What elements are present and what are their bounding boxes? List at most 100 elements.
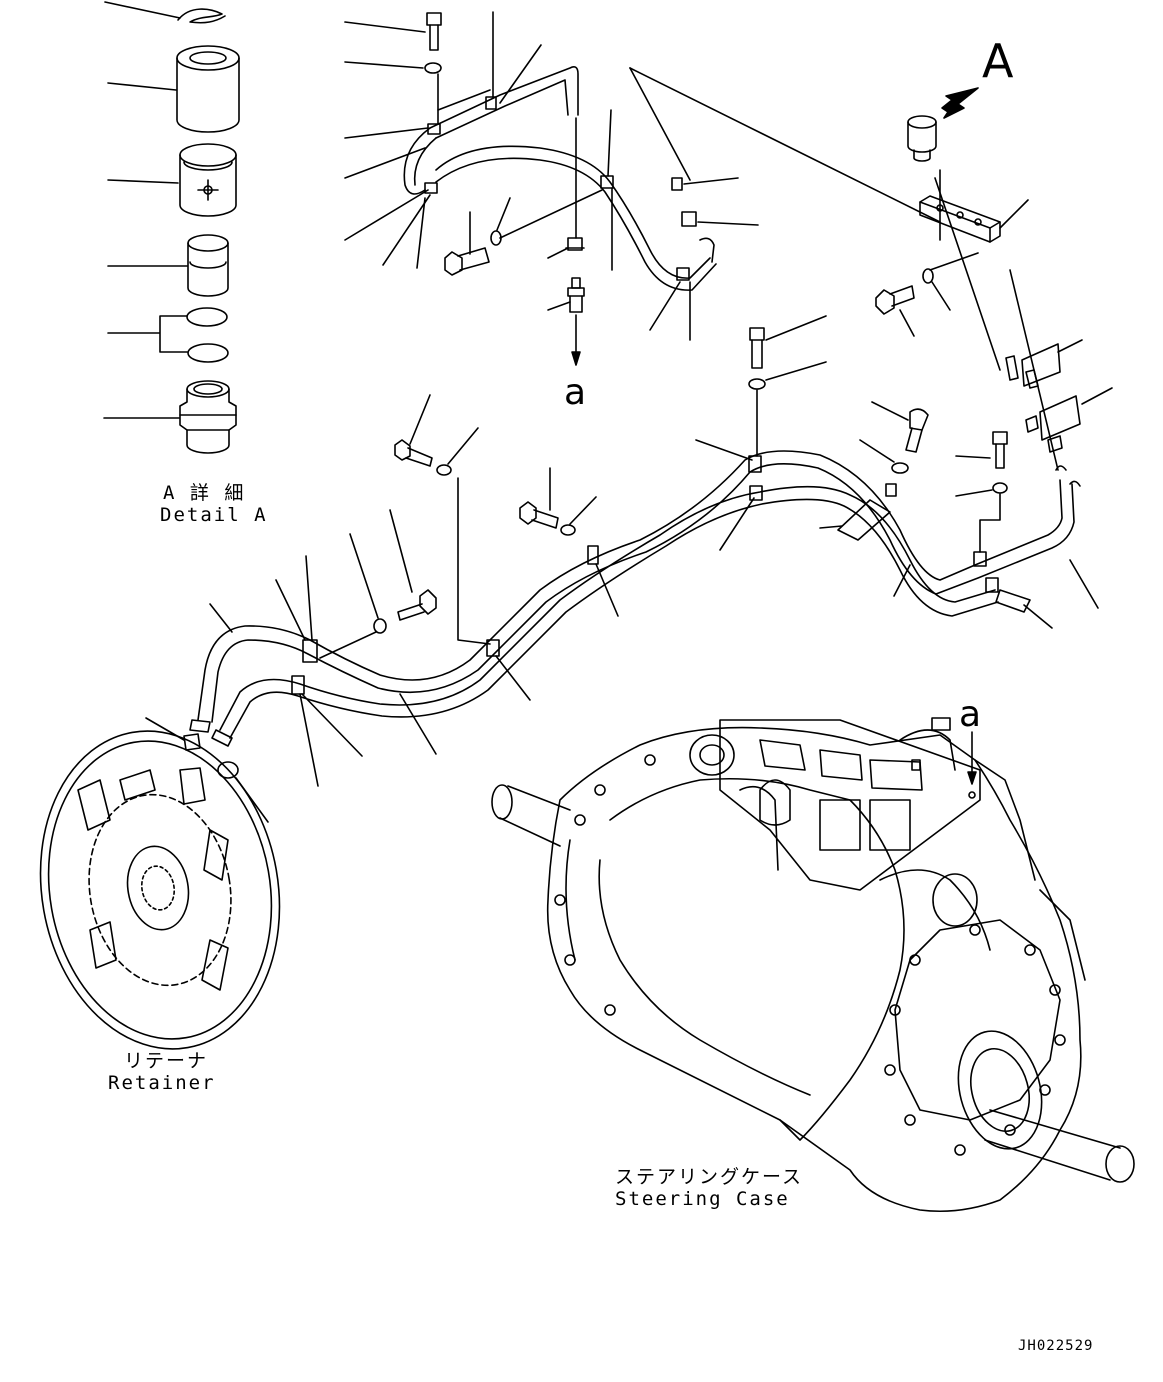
washer xyxy=(992,482,1008,494)
washer xyxy=(560,524,576,536)
leader-line xyxy=(719,497,755,551)
retainer-label-jp: リテーナ xyxy=(124,1050,209,1072)
hose-end xyxy=(189,719,211,733)
clamp xyxy=(600,175,614,189)
leader-line xyxy=(899,309,915,337)
tag xyxy=(1039,395,1081,441)
hose-upper-inner xyxy=(211,463,1075,723)
leader-line xyxy=(955,489,993,497)
leader-line xyxy=(107,179,179,184)
leader-line xyxy=(859,439,895,463)
retainer xyxy=(39,730,281,1050)
view-arrow-label: A xyxy=(982,34,1014,88)
pipe xyxy=(435,79,569,139)
leader-line xyxy=(547,247,569,259)
washer xyxy=(424,62,442,74)
inner-element xyxy=(187,234,229,297)
bolt xyxy=(444,247,490,276)
clamp xyxy=(985,577,999,593)
fitting xyxy=(565,237,585,251)
bolt xyxy=(875,285,915,315)
bolt xyxy=(397,589,437,621)
washer xyxy=(891,462,909,474)
o-ring xyxy=(187,343,229,363)
bolt xyxy=(426,12,442,51)
tag xyxy=(837,499,891,541)
leader-line xyxy=(209,603,233,633)
filter-element xyxy=(179,143,237,217)
washer xyxy=(373,618,387,634)
tag xyxy=(1021,343,1061,387)
leader-line xyxy=(955,455,991,459)
hose-upper xyxy=(197,450,1063,721)
shaft xyxy=(499,785,571,847)
leader-line xyxy=(301,693,363,757)
pipe xyxy=(435,157,717,291)
shaft xyxy=(984,1109,1121,1181)
fitting xyxy=(681,211,697,227)
steering-case xyxy=(491,717,1135,1212)
leader-line xyxy=(399,693,437,755)
pipe xyxy=(413,137,437,186)
leader-line xyxy=(275,579,306,641)
hose-lower xyxy=(219,485,996,731)
leader-line xyxy=(349,533,379,619)
bolt xyxy=(905,408,929,453)
filter-cover xyxy=(176,45,240,133)
fitting xyxy=(1005,355,1019,381)
leader-line xyxy=(871,401,909,421)
clamp xyxy=(424,182,438,194)
leader-line xyxy=(409,394,431,445)
leader-line xyxy=(765,361,827,381)
bolt xyxy=(519,501,559,529)
fitting xyxy=(183,733,201,751)
leader-line xyxy=(695,439,753,461)
drawing-number: JH022529 xyxy=(1018,1338,1094,1354)
washer xyxy=(922,268,934,284)
leader-line xyxy=(104,1,181,19)
pipe xyxy=(435,145,711,279)
leader-line xyxy=(765,315,827,341)
fitting xyxy=(671,177,683,191)
leader-line xyxy=(305,555,313,641)
connection-label-a: a xyxy=(564,372,587,413)
leader-line xyxy=(416,197,426,269)
leader-line xyxy=(382,194,431,266)
steering-case-label-en: Steering Case xyxy=(615,1188,790,1210)
leader-line xyxy=(1081,387,1113,405)
main-pipe-route xyxy=(145,315,1099,823)
pipe xyxy=(403,127,431,195)
leader-line xyxy=(344,189,429,241)
clamp xyxy=(302,639,318,663)
connection-label-a-case: a xyxy=(959,694,982,735)
clamp xyxy=(885,483,897,497)
steering-case-label-jp: ステアリングケース xyxy=(615,1166,804,1188)
leader-line xyxy=(569,496,597,525)
clamp xyxy=(486,639,500,657)
leader-line xyxy=(931,281,951,311)
clamp xyxy=(485,96,497,110)
breather xyxy=(907,115,937,162)
leader-line xyxy=(893,564,911,597)
nipple-fitting xyxy=(567,277,585,313)
fitting xyxy=(1025,369,1039,389)
washer xyxy=(436,464,452,476)
leader-line xyxy=(697,221,759,226)
leader-line xyxy=(607,109,612,177)
leader-line xyxy=(344,147,426,179)
retainer-label-en: Retainer xyxy=(108,1072,216,1094)
leader-line xyxy=(495,655,531,701)
leader-line xyxy=(299,693,319,787)
connector xyxy=(179,380,237,454)
leader-line xyxy=(999,199,1029,229)
leader-line xyxy=(683,177,739,185)
washer xyxy=(748,378,766,390)
detail-a-title-jp: A 詳 細 xyxy=(163,482,246,504)
leader-line xyxy=(547,301,571,311)
spring-clip xyxy=(177,8,226,24)
leader-line xyxy=(499,44,542,104)
bolt xyxy=(749,327,765,369)
fitting xyxy=(1047,435,1063,453)
detail-a-title-en: Detail A xyxy=(160,504,268,526)
fitting xyxy=(217,761,239,779)
